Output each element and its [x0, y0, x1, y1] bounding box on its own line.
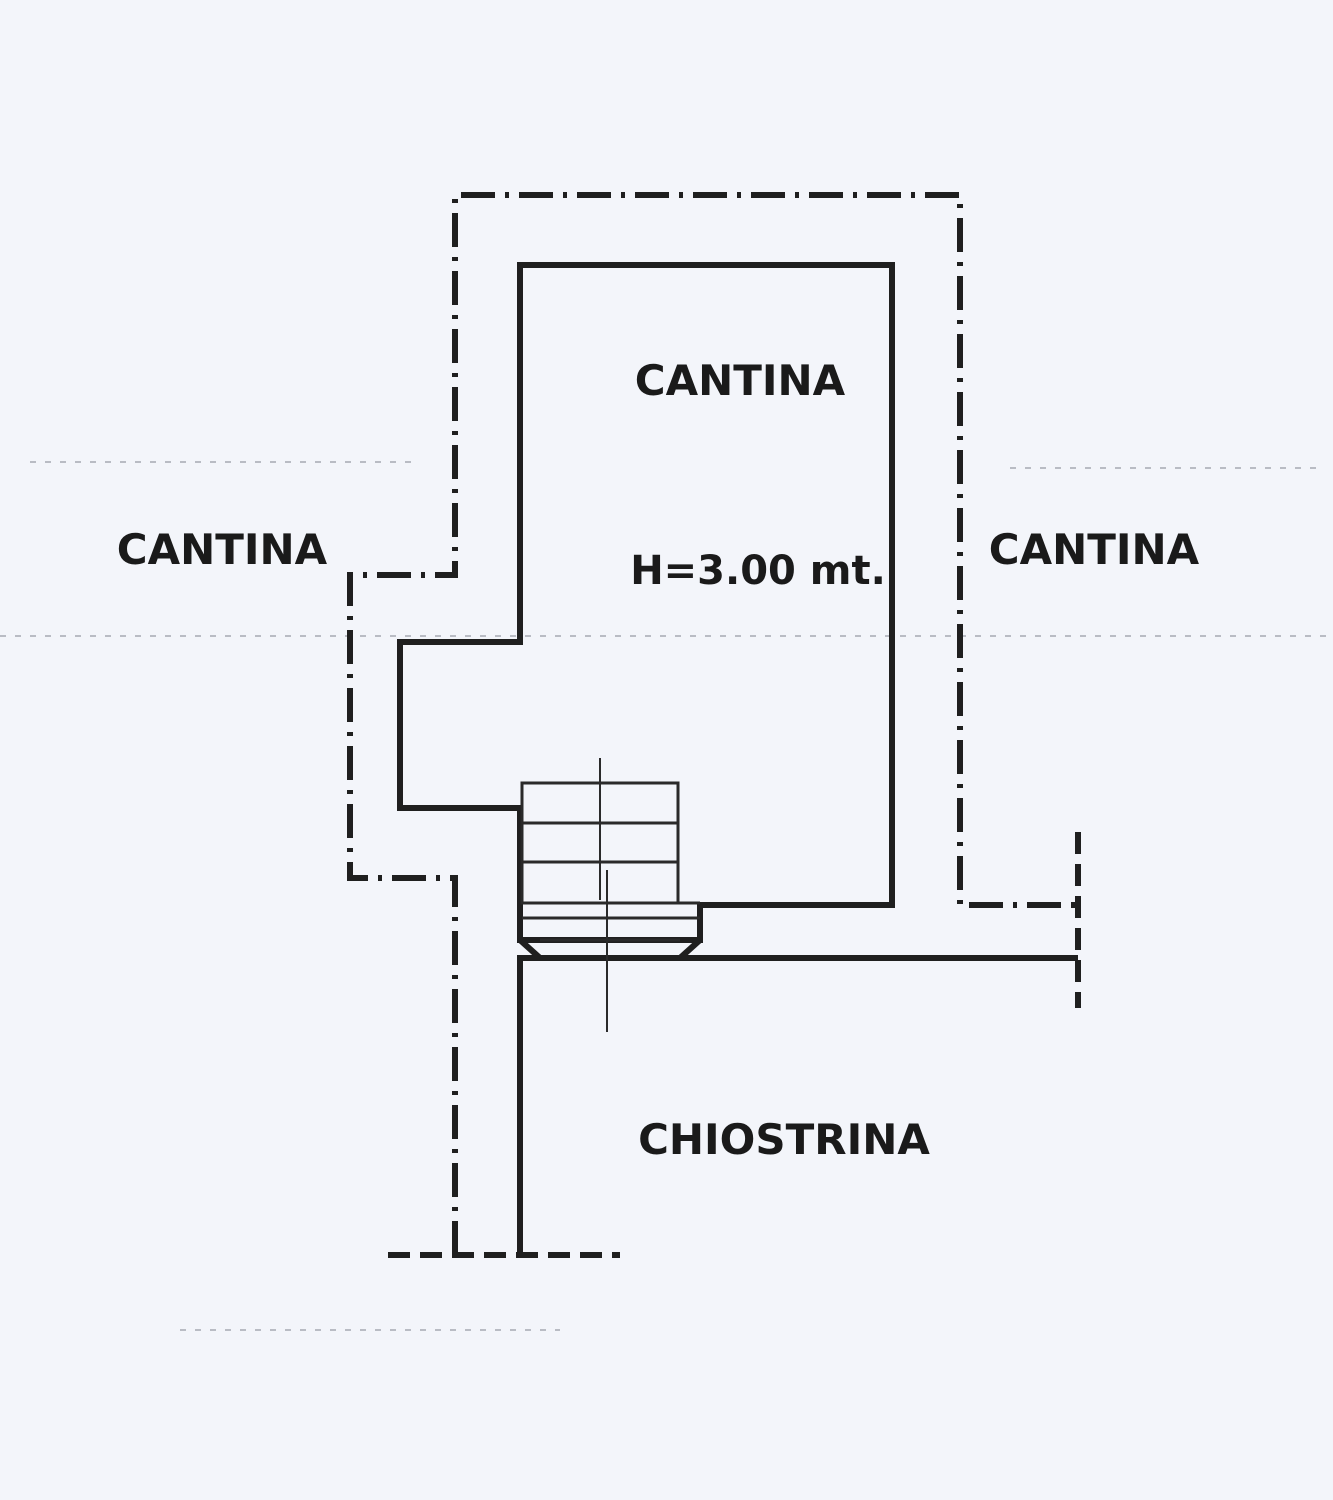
stairs-icon [520, 758, 700, 1032]
ceiling-height-label: H=3.00 mt. [630, 548, 886, 594]
room-label-cantina-left: CANTINA [117, 525, 328, 574]
room-label-cantina-right: CANTINA [989, 525, 1200, 574]
chiostrina-corner [677, 937, 703, 961]
scan-noise [0, 461, 1333, 1331]
chiostrina-wall [517, 955, 1078, 1255]
outer-boundary-wall [347, 192, 1078, 1255]
room-label-chiostrina: CHIOSTRINA [638, 1115, 930, 1164]
chiostrina-corner [517, 937, 543, 961]
room-label-cantina-main: CANTINA [635, 356, 846, 405]
